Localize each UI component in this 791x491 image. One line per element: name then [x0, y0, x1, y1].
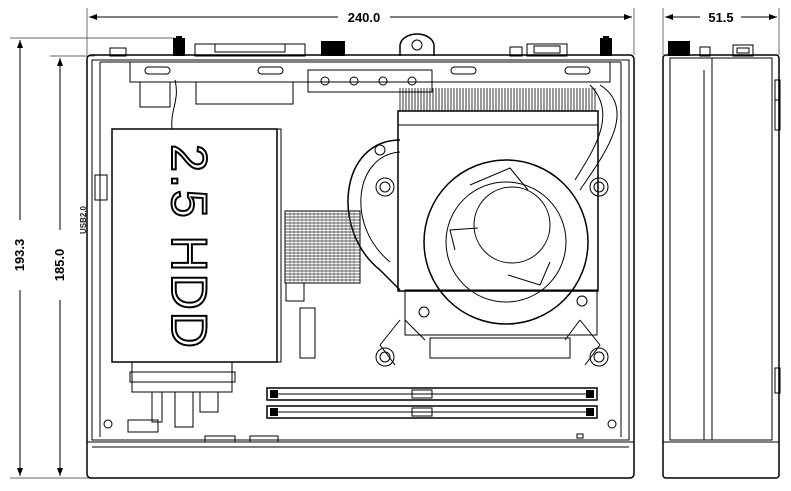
- antenna-connector-left: [173, 36, 185, 56]
- dimension-outer-height: 193.3: [10, 37, 175, 479]
- dimension-side-width: 51.5: [662, 8, 780, 55]
- dimension-inner-height: 185.0: [50, 55, 95, 476]
- dim-label-240: 240.0: [348, 10, 381, 25]
- cooler-mount-holes: [374, 144, 609, 367]
- antenna-connector-right: [600, 36, 612, 56]
- dim-label-51-5: 51.5: [708, 10, 733, 25]
- heat-pipe: [347, 139, 401, 291]
- dim-label-193-3: 193.3: [12, 239, 27, 272]
- vga-port: [526, 43, 568, 57]
- bracket-slots: [144, 66, 591, 75]
- cpu-cooler-plate: [397, 110, 599, 292]
- cpu-fan: [423, 159, 589, 325]
- dimension-top-width: 240.0: [86, 8, 635, 55]
- heatsink-fins: [399, 88, 596, 111]
- rear-io-port: [194, 43, 306, 57]
- side-antenna-connector: [668, 41, 690, 56]
- latch-bracket: [307, 69, 433, 93]
- usb-label: USB2.0: [79, 205, 88, 234]
- chassis-side-view: [662, 41, 781, 479]
- port-connector: [109, 47, 127, 57]
- power-knob: [321, 41, 345, 56]
- chassis-top-view: 2.5 HDD USB2.0: [79, 33, 635, 479]
- dim-label-185: 185.0: [52, 249, 67, 282]
- hdd-label: 2.5 HDD: [161, 144, 217, 350]
- hdd-drive: 2.5 HDD: [111, 128, 282, 428]
- mounting-hook: [399, 33, 435, 56]
- ribbon-cable: [284, 210, 361, 302]
- ram-slots: [266, 387, 598, 419]
